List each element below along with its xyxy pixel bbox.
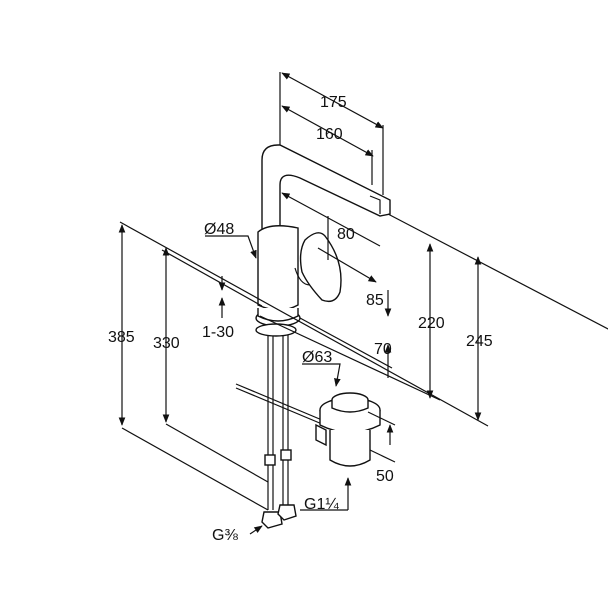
thread-g3-8: G⅜ — [212, 527, 238, 544]
popup-rod — [235, 383, 323, 425]
dim-245: 245 — [466, 333, 493, 350]
dim-diameter-48: Ø48 — [204, 221, 234, 238]
dim-220: 220 — [418, 315, 445, 332]
dim-70: 70 — [374, 341, 392, 358]
faucet-spout — [261, 144, 391, 231]
dimension-lines — [118, 72, 608, 535]
faucet-body — [255, 225, 301, 327]
dim-50: 50 — [376, 468, 394, 485]
lever-handle — [294, 232, 342, 303]
dim-diameter-63: Ø63 — [302, 349, 332, 366]
dim-85: 85 — [366, 292, 384, 309]
dim-175: 175 — [320, 94, 347, 111]
dim-80: 80 — [337, 226, 355, 243]
thread-g1-1-4: G1¼ — [304, 496, 339, 513]
dim-385: 385 — [108, 329, 135, 346]
dim-1-30: 1-30 — [202, 324, 234, 341]
dim-160: 160 — [316, 126, 343, 143]
waste-drain — [315, 392, 381, 467]
supply-hoses — [255, 323, 297, 529]
dim-330: 330 — [153, 335, 180, 352]
